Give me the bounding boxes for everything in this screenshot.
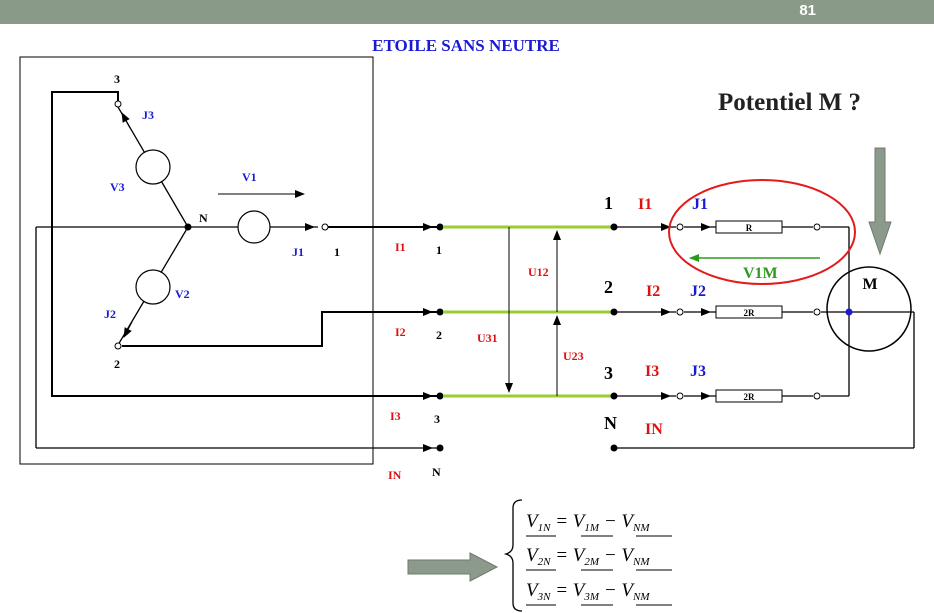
load-arrows	[650, 223, 711, 400]
j2-label: J2	[104, 307, 116, 321]
source-frame	[19, 56, 374, 465]
load-current-i1: I1	[638, 196, 652, 213]
right-terminal-1: 1	[604, 193, 613, 213]
star-point-label: M	[862, 276, 877, 293]
svg-text:V1N = V1M − VNM: V1N = V1M − VNM	[526, 511, 650, 534]
source-terminal-3-label: 3	[114, 72, 120, 86]
diagram-title: ETOILE SANS NEUTRE	[372, 36, 560, 55]
green-lines	[443, 225, 612, 398]
phase-current-j3: J3	[690, 363, 706, 380]
source-terminal-2	[114, 342, 122, 350]
star-point-dot	[845, 308, 853, 316]
resistor-2	[715, 305, 783, 319]
load-wiring	[614, 226, 915, 449]
left-terminal-3: 3	[434, 412, 440, 426]
line-arrows	[414, 223, 433, 452]
right-arrow-icon	[407, 552, 499, 582]
source-terminal-1	[321, 223, 329, 231]
line-current-i1: I1	[395, 240, 406, 254]
left-node-2	[436, 308, 444, 316]
source-v1-circle	[237, 210, 271, 244]
left-terminal-2: 2	[436, 328, 442, 342]
load-terminal-circles	[676, 223, 821, 400]
svg-text:V2N = V2M − VNM: V2N = V2M − VNM	[526, 545, 650, 568]
resistor-3	[715, 389, 783, 403]
source-terminal-2-label: 2	[114, 357, 120, 371]
resistor-1-label: R	[746, 223, 753, 233]
equation-row-1: V1N = V1M − VNM	[526, 511, 672, 537]
source-star	[35, 91, 437, 449]
left-node-3	[436, 392, 444, 400]
phase-current-j1: J1	[692, 196, 708, 213]
down-arrow-icon	[868, 147, 892, 256]
neutral-label: N	[199, 211, 208, 225]
left-terminal-1: 1	[436, 243, 442, 257]
source-terminal-3	[114, 100, 122, 108]
equation-row-2: V2N = V2M − VNM	[526, 545, 672, 571]
j1-label: J1	[292, 245, 304, 259]
resistor-3-label: 2R	[744, 392, 756, 402]
header-bar	[0, 0, 934, 24]
line-current-i2: I2	[395, 325, 406, 339]
equation-row-3: V3N = V3M − VNM	[526, 580, 672, 606]
j3-arrow	[121, 112, 131, 129]
u12-label: U12	[528, 265, 549, 279]
v1-label: V1	[242, 170, 257, 184]
v3-label: V3	[110, 180, 125, 194]
source-terminal-1-label: 1	[334, 245, 340, 259]
highlight-ellipse	[668, 179, 856, 285]
load-current-i3: I3	[645, 363, 659, 380]
j2-arrow	[123, 321, 133, 338]
j3-label: J3	[142, 108, 154, 122]
left-node-n	[436, 444, 444, 452]
right-terminal-n: N	[604, 413, 617, 433]
right-terminal-3: 3	[604, 363, 613, 383]
load-current-i2: I2	[646, 283, 660, 300]
line-current-i3: I3	[390, 409, 401, 423]
neutral-node	[184, 223, 192, 231]
load-current-in: IN	[645, 421, 663, 438]
equation-brace	[503, 499, 523, 612]
u31-label: U31	[477, 331, 498, 345]
source-v3-circle	[135, 149, 171, 185]
resistor-1	[715, 220, 783, 234]
left-node-1	[436, 223, 444, 231]
left-terminal-n: N	[432, 465, 441, 479]
u23-label: U23	[563, 349, 584, 363]
svg-text:V3N = V3M − VNM: V3N = V3M − VNM	[526, 580, 650, 603]
resistor-2-label: 2R	[744, 308, 756, 318]
line-current-in: IN	[388, 468, 402, 482]
phase-current-j2: J2	[690, 283, 706, 300]
v2-label: V2	[175, 287, 190, 301]
star-point-circle	[826, 266, 912, 352]
question-text: Potentiel M ?	[718, 89, 861, 116]
right-terminal-2: 2	[604, 277, 613, 297]
v1m-label: V1M	[743, 265, 778, 282]
page-number: 81	[799, 2, 816, 19]
source-v2-circle	[135, 269, 171, 305]
